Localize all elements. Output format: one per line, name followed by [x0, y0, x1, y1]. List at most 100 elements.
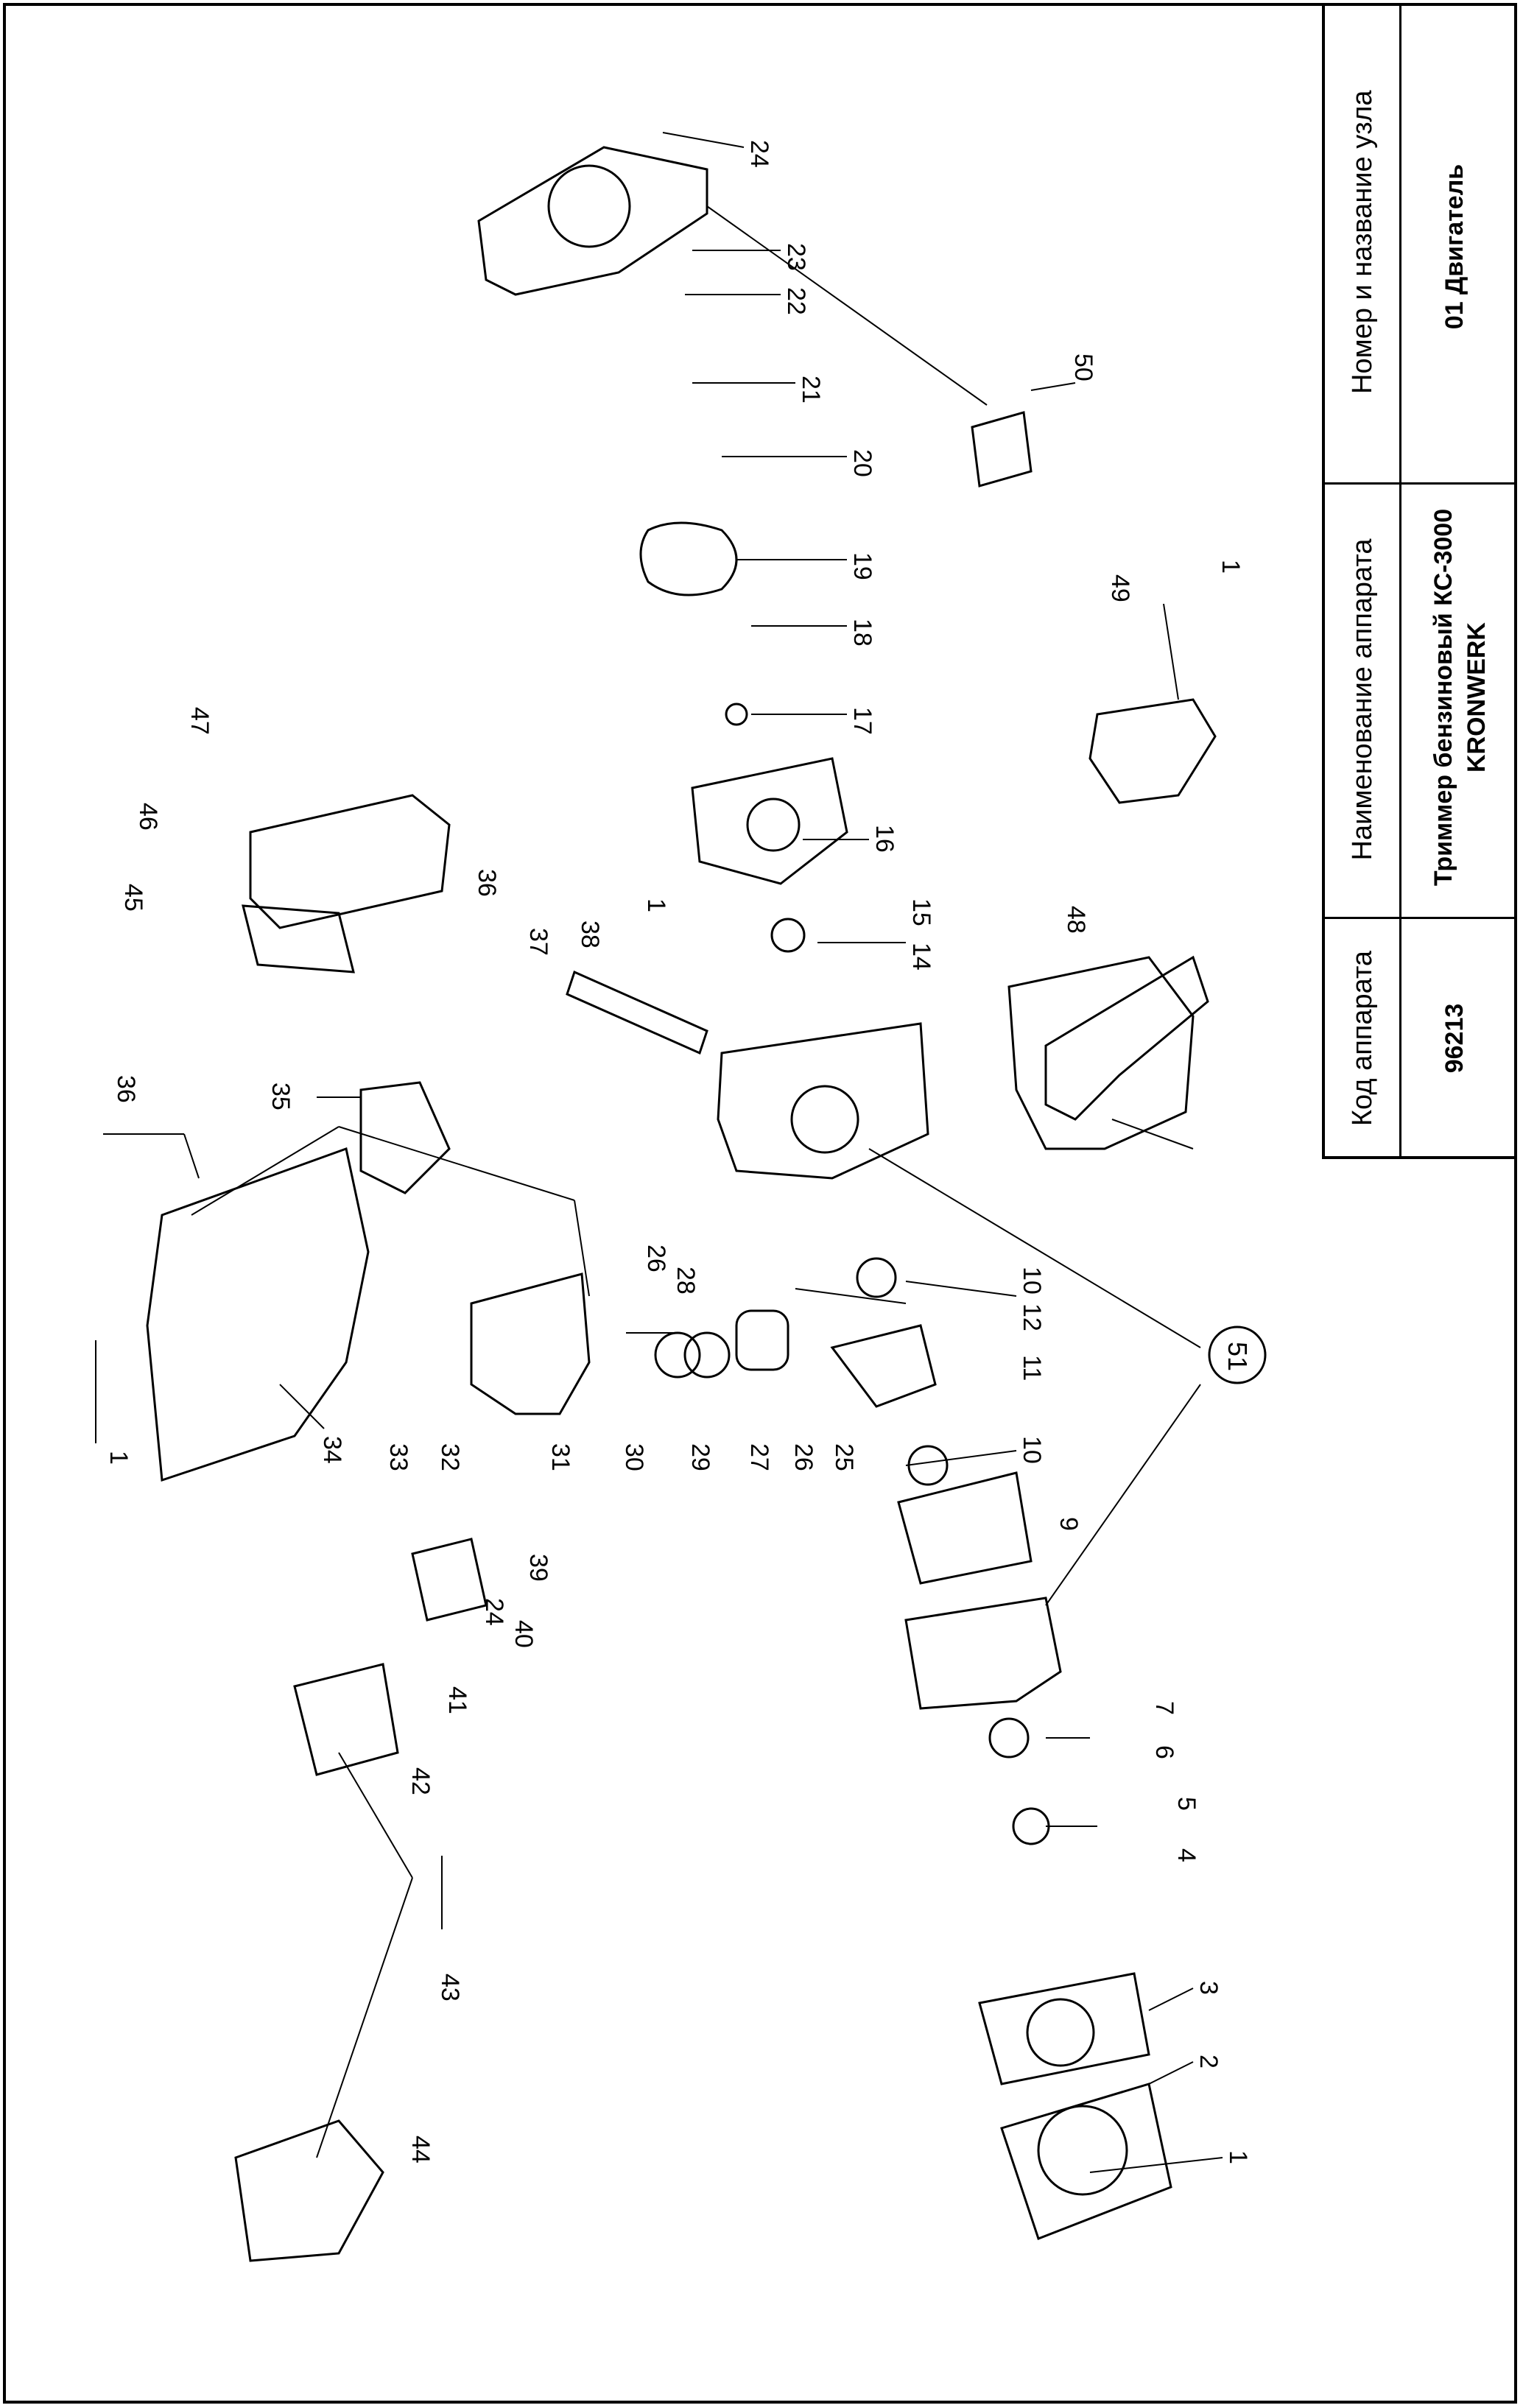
callout-40: 40 [510, 1620, 538, 1648]
callout-20: 20 [848, 449, 876, 477]
callout-15: 15 [907, 898, 935, 926]
callout-47: 47 [186, 707, 214, 735]
callout-33: 33 [384, 1443, 412, 1471]
fan-housing-part [477, 146, 708, 296]
callout-34: 34 [318, 1436, 346, 1464]
callout-42: 42 [407, 1767, 435, 1795]
callout-22: 22 [782, 287, 810, 315]
exploded-view-drawing: 1 36 35 34 33 32 31 30 29 28 27 26 26 25… [95, 132, 1267, 2262]
throttle-lever-part [566, 970, 708, 1055]
callout-5: 5 [1172, 1797, 1200, 1811]
carburetor-part [293, 1663, 399, 1776]
crankcase-bore [790, 1085, 859, 1154]
flywheel-hub [746, 798, 801, 852]
callout-27: 27 [745, 1443, 773, 1471]
callout-23: 23 [782, 243, 810, 271]
fuel-tank-part [1007, 956, 1195, 1150]
bracket-part [1088, 698, 1217, 804]
callout-3: 3 [1195, 1981, 1223, 1995]
bearing-bottom [907, 1445, 949, 1486]
callout-18: 18 [848, 619, 876, 647]
intake-part [411, 1538, 488, 1622]
callout-46: 46 [134, 803, 162, 831]
code-value: 96213 [1441, 1003, 1469, 1074]
crankcase-half-part [904, 1596, 1062, 1710]
crankcase-part [717, 1022, 929, 1180]
name-value-line1: Триммер бензиновый КС-3000 [1429, 508, 1457, 887]
callout-10a: 10 [1018, 1267, 1046, 1295]
piston-ring-2 [683, 1331, 731, 1379]
guard-bracket-part [971, 411, 1033, 487]
callout-30: 30 [620, 1443, 648, 1471]
callout-28: 28 [672, 1267, 700, 1295]
callout-48: 48 [1062, 906, 1090, 934]
starter-opening [1037, 2105, 1128, 2196]
gasket-45-part [242, 904, 355, 974]
callout-49: 49 [1106, 574, 1134, 602]
callout-44: 44 [407, 2136, 435, 2164]
title-block-divider-2 [1322, 917, 1517, 919]
callout-29: 29 [686, 1443, 714, 1471]
name-header: Наименование аппарата [1347, 538, 1378, 861]
callout-35: 35 [267, 1082, 295, 1110]
recoil-starter-part [1000, 2083, 1172, 2240]
callout-21: 21 [797, 376, 825, 404]
seal-7 [988, 1717, 1030, 1759]
callout-12: 12 [1018, 1303, 1046, 1331]
washer-15 [770, 918, 806, 953]
callout-2: 2 [1195, 2055, 1223, 2069]
callout-14: 14 [907, 943, 935, 971]
starter-gasket-part [978, 1972, 1150, 2085]
name-value-line2: KRONWERK [1463, 622, 1491, 772]
title-block-divider-1 [1322, 482, 1517, 485]
callout-41: 41 [443, 1686, 471, 1714]
title-block-border-left [1322, 3, 1325, 1159]
gasket-part [897, 1471, 1033, 1585]
title-block-divider-vertical [1399, 3, 1401, 1159]
cylinder-cover-part [146, 1147, 370, 1482]
callout-19: 19 [848, 552, 876, 580]
node-header: Номер и название узла [1347, 90, 1378, 394]
callout-37: 37 [524, 928, 552, 956]
code-header: Код аппарата [1347, 950, 1378, 1127]
callout-36a: 36 [112, 1075, 140, 1103]
callout-45: 45 [119, 884, 147, 912]
callout-50: 50 [1069, 353, 1097, 381]
callout-9: 9 [1055, 1517, 1083, 1531]
callout-10b: 10 [1018, 1436, 1046, 1464]
callout-24b: 24 [480, 1598, 508, 1626]
node-value: 01 Двигатель [1441, 163, 1469, 330]
callout-36b: 36 [473, 869, 501, 897]
flywheel-part [691, 757, 848, 885]
callout-43: 43 [436, 1974, 464, 2002]
callout-7: 7 [1150, 1701, 1178, 1715]
starter-gasket-opening [1026, 1998, 1095, 2067]
cylinder-part [470, 1272, 591, 1415]
callout-17: 17 [848, 707, 876, 735]
piston-ring-1 [654, 1331, 701, 1379]
callout-25: 25 [830, 1443, 858, 1471]
callout-39: 39 [524, 1554, 552, 1582]
fan-housing-opening [547, 164, 631, 248]
callout-11: 11 [1018, 1355, 1046, 1381]
air-filter-part [234, 2119, 384, 2262]
piston-part [735, 1309, 789, 1371]
callout-31: 31 [546, 1443, 574, 1471]
callout-16: 16 [870, 825, 898, 853]
gasket-35-part [359, 1081, 451, 1194]
pawl-plate-5 [1012, 1807, 1050, 1845]
callout-4: 4 [1172, 1848, 1200, 1862]
callout-1b: 1 [1224, 2150, 1252, 2164]
handle-part [1044, 955, 1209, 1121]
callout-26a: 26 [642, 1245, 670, 1272]
callout-38: 38 [576, 920, 604, 948]
callout-1c: 1 [1217, 560, 1245, 574]
callout-1d: 1 [642, 898, 670, 912]
callout-51: 51 [1223, 1342, 1253, 1371]
callout-6: 6 [1150, 1745, 1178, 1759]
crankshaft-part [830, 1324, 937, 1408]
callout-1: 1 [105, 1451, 133, 1465]
callout-24a: 24 [745, 140, 773, 168]
callout-26b: 26 [789, 1443, 817, 1471]
